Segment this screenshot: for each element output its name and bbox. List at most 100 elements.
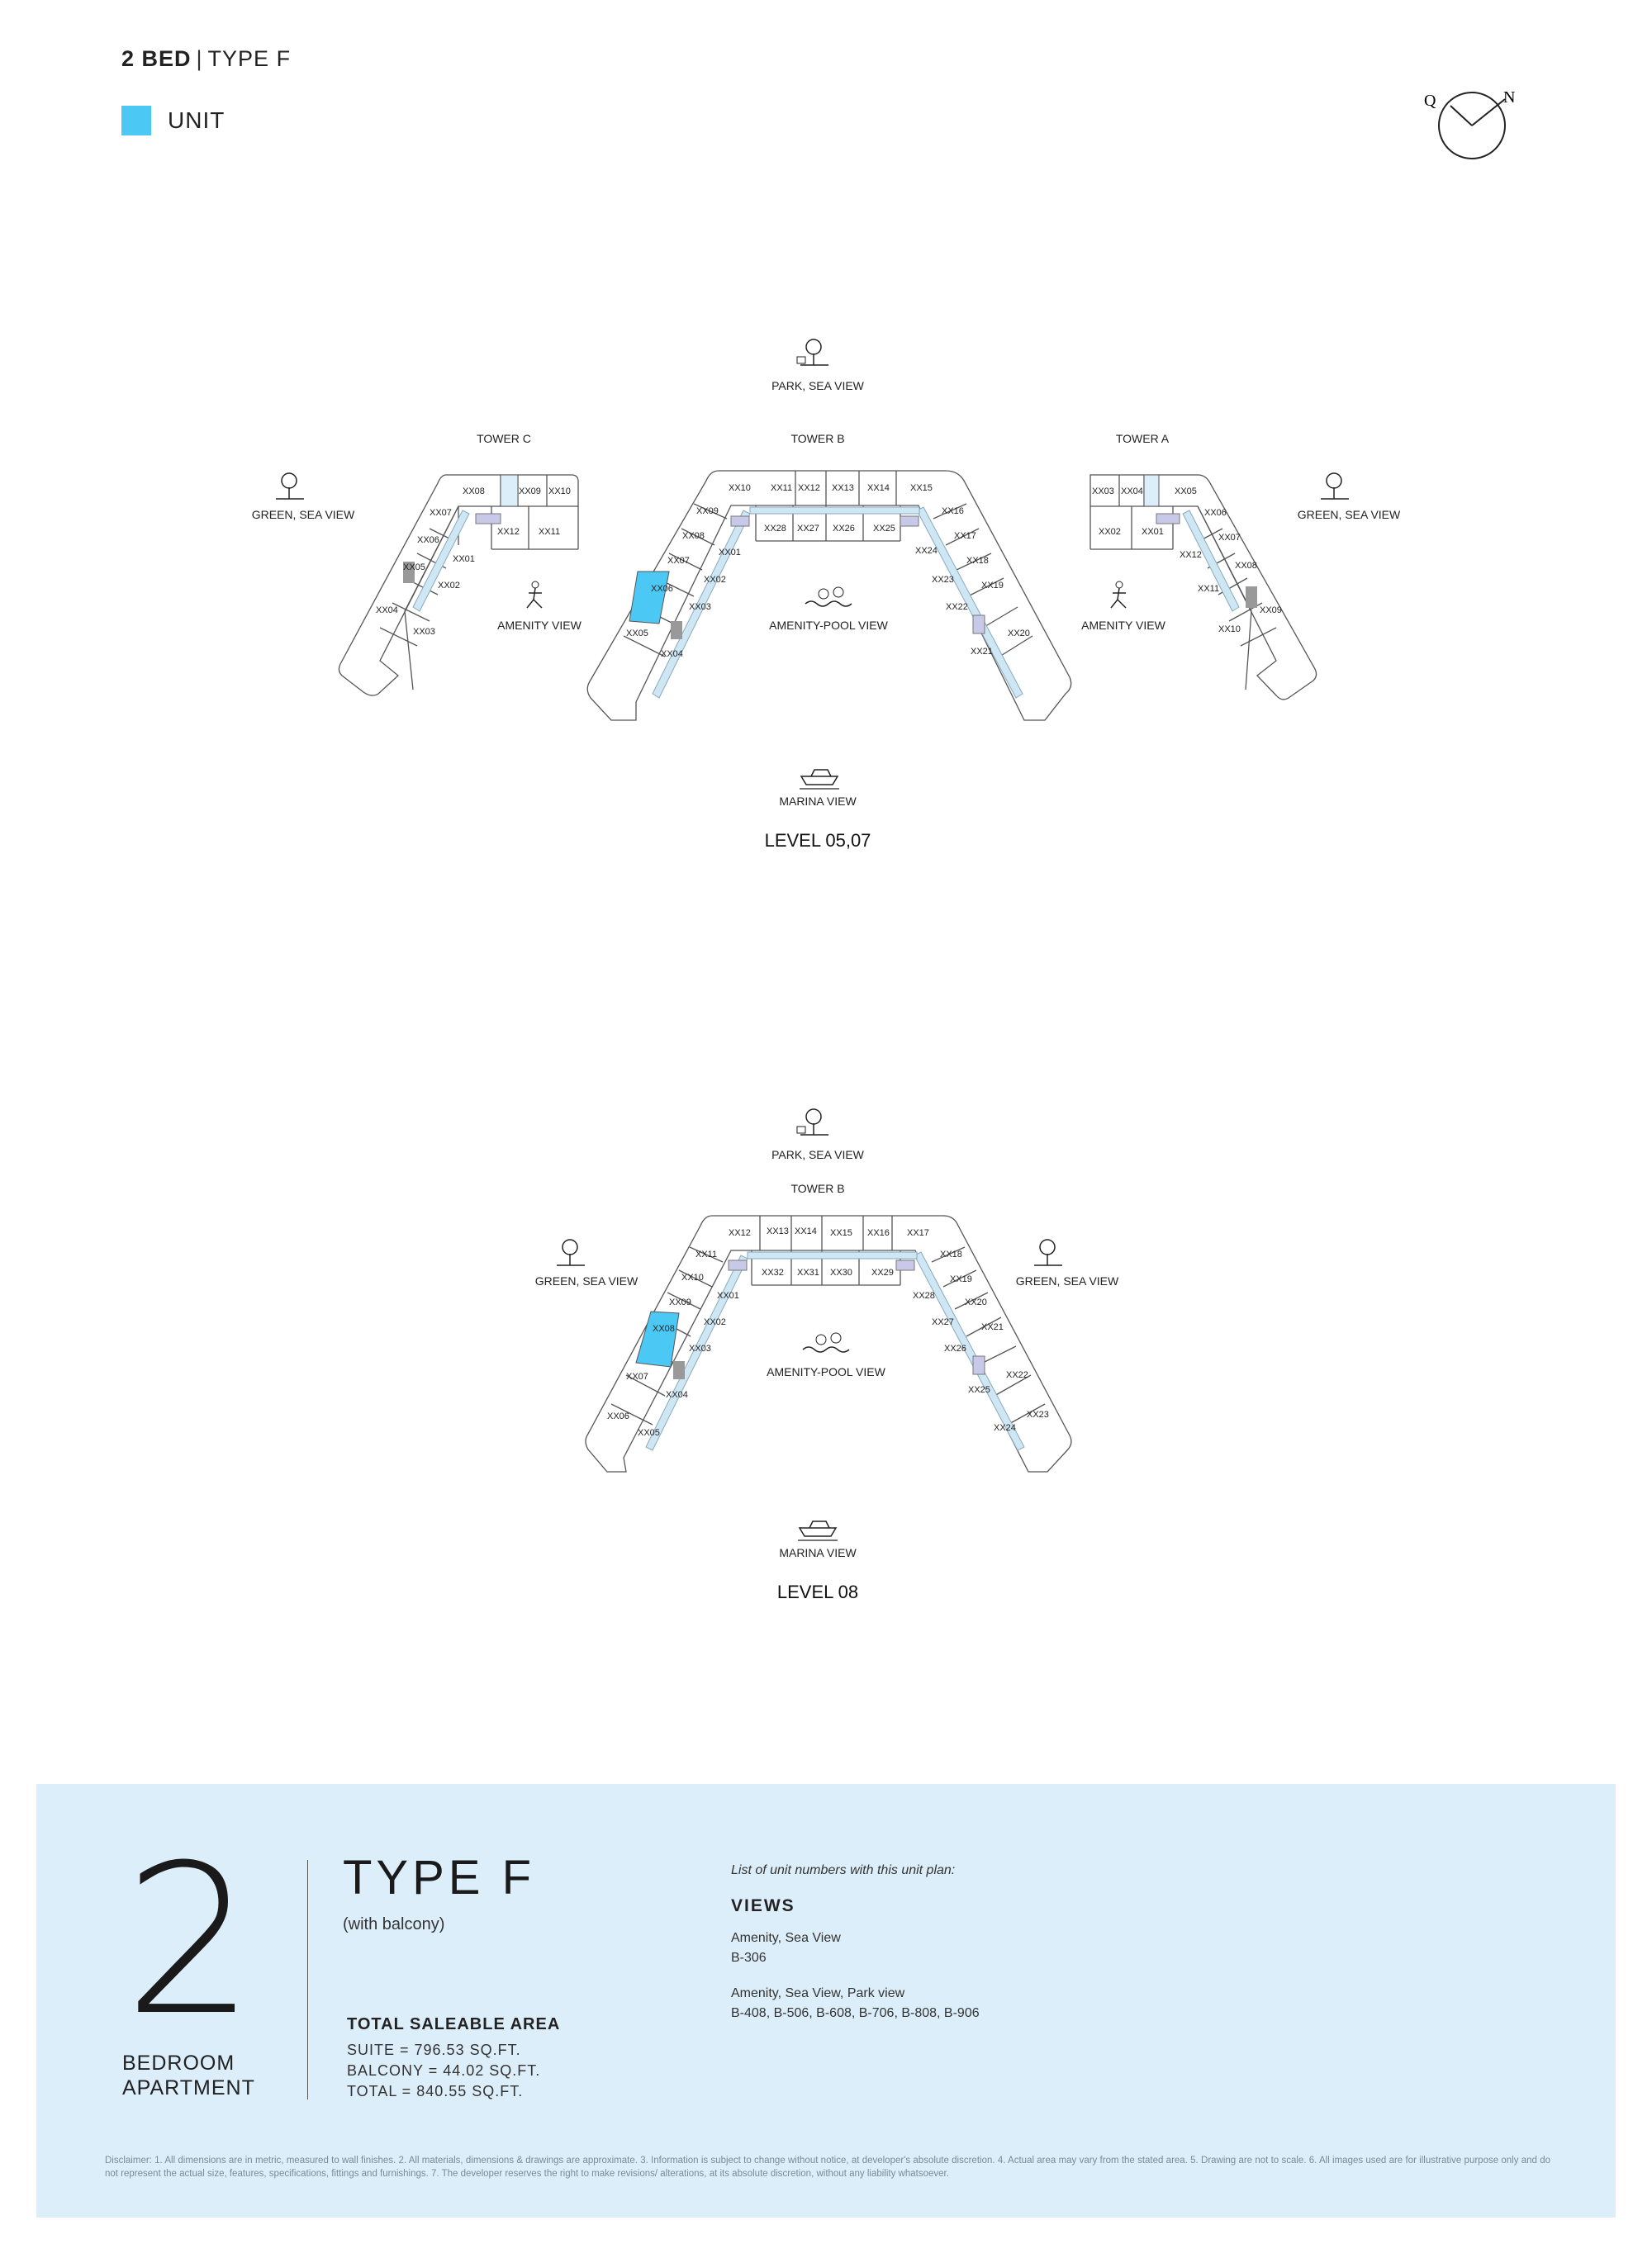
tower-c-label: TOWER C [477, 432, 531, 445]
unit-label: XX21 [971, 647, 993, 657]
unit-label: XX17 [907, 1228, 929, 1238]
view-group-2-units: B-408, B-506, B-608, B-706, B-808, B-906 [731, 2006, 980, 2020]
unit-label: XX20 [965, 1298, 987, 1307]
legend-label: UNIT [168, 107, 225, 133]
unit-label: XX26 [833, 524, 855, 534]
core-left [728, 1260, 748, 1271]
tower-b-corridor-left [652, 510, 751, 699]
green-view-icon-left [556, 1239, 586, 1266]
tower-c-plan [338, 474, 579, 696]
tower-b-core-right [900, 515, 919, 527]
unit-label: XX08 [1235, 561, 1257, 571]
tower-b-corridor-top [749, 506, 920, 515]
unit-label: XX27 [797, 524, 819, 534]
tower-c-corridor [412, 510, 470, 612]
type-title: TYPE F [343, 1851, 536, 1905]
unit-label: XX15 [910, 483, 933, 493]
summary-panel [36, 1784, 1616, 2218]
apartment-label: APARTMENT [122, 2076, 255, 2099]
level-label: LEVEL 05,07 [765, 830, 871, 851]
tower-c-highlight [500, 474, 519, 507]
bedroom-apartment-label: BEDROOM APARTMENT [122, 2051, 255, 2100]
unit-label: XX08 [653, 1324, 675, 1334]
unit-label: XX23 [932, 575, 954, 585]
unit-label: XX23 [1027, 1410, 1049, 1420]
corridor-left [645, 1255, 748, 1451]
unit-label: XX28 [913, 1291, 935, 1301]
unit-label: XX05 [626, 629, 648, 638]
floor-plan-level-08: PARK, SEA VIEW TOWER B GREEN, SEA VIEW G… [535, 1108, 1119, 1602]
tower-b-plan [586, 470, 1072, 721]
view-group-1: Amenity, Sea View B-306 [731, 1929, 841, 1968]
unit-label: XX13 [767, 1226, 789, 1236]
unit-label: XX03 [1092, 486, 1114, 496]
park-view-icon [796, 339, 829, 366]
tower-b-label: TOWER B [790, 1182, 844, 1195]
amenity-icon-left [526, 581, 543, 609]
unit-label: XX07 [667, 556, 690, 566]
unit-label: XX02 [1099, 527, 1121, 537]
unit-label: XX24 [994, 1423, 1016, 1433]
tower-a-core [1156, 513, 1180, 524]
unit-label: XX10 [681, 1273, 704, 1283]
unit-label: XX25 [873, 524, 895, 534]
corridor-right [914, 1251, 1025, 1451]
unit-label: XX09 [519, 486, 541, 496]
unit-label: XX11 [771, 483, 792, 493]
compass-icon: Q N [1424, 88, 1515, 159]
unit-label: XX09 [696, 506, 719, 516]
page-header: 2 BED|TYPE F [121, 46, 291, 72]
area-breakdown: SUITE = 796.53 SQ.FT. BALCONY = 44.02 SQ… [347, 2040, 540, 2102]
view-group-1-title: Amenity, Sea View [731, 1931, 841, 1945]
unit-label: XX01 [717, 1291, 739, 1301]
unit-label: XX10 [729, 483, 751, 493]
balcony-area: BALCONY = 44.02 SQ.FT. [347, 2062, 541, 2079]
unit-label: XX12 [497, 527, 520, 537]
unit-label: XX01 [1142, 527, 1164, 537]
tower-c-core [475, 513, 501, 524]
unit-label: XX16 [942, 506, 964, 516]
highlighted-unit-xx06 [629, 571, 670, 624]
tower-c-unit-labels: XX08 XX09 XX10 XX07 XX12 XX11 XX06 XX01 … [376, 486, 571, 637]
tower-a-stair [1246, 586, 1257, 608]
highlighted-unit-xx08 [635, 1311, 680, 1368]
tower-a-corridor [1182, 510, 1240, 612]
unit-label: XX02 [704, 575, 726, 585]
unit-label: XX14 [867, 483, 890, 493]
unit-label: XX19 [950, 1274, 972, 1284]
unit-label: XX05 [1175, 486, 1197, 496]
unit-label: XX24 [915, 546, 938, 556]
level-08-unit-labels: XX12 XX13 XX14 XX15 XX16 XX17 XX32 XX31 … [607, 1226, 1049, 1438]
tower-b-unit-labels: XX10 XX11 XX12 XX13 XX14 XX15 XX28 XX27 … [626, 483, 1030, 659]
unit-label: XX17 [954, 531, 976, 541]
legend-swatch [121, 106, 151, 135]
amenity-view-left: AMENITY VIEW [497, 619, 582, 632]
amenity-pool-view: AMENITY-POOL VIEW [767, 1365, 885, 1378]
unit-label: XX26 [944, 1344, 966, 1354]
unit-label: XX07 [1218, 533, 1241, 543]
legend: UNIT [121, 106, 225, 135]
unit-label: XX04 [1121, 486, 1143, 496]
marina-view-label: MARINA VIEW [779, 1546, 857, 1559]
unit-label: XX03 [413, 627, 435, 637]
unit-label: XX12 [729, 1228, 751, 1238]
unit-label: XX06 [607, 1411, 629, 1421]
view-group-2: Amenity, Sea View, Park view B-408, B-50… [731, 1984, 980, 2023]
unit-label: XX13 [832, 483, 854, 493]
park-sea-view-label: PARK, SEA VIEW [771, 1148, 865, 1161]
unit-label: XX11 [1198, 584, 1219, 594]
unit-label: XX32 [762, 1268, 784, 1278]
unit-label: XX06 [417, 535, 439, 545]
view-group-2-title: Amenity, Sea View, Park view [731, 1986, 905, 2000]
unit-label: XX22 [946, 602, 968, 612]
suite-area: SUITE = 796.53 SQ.FT. [347, 2042, 521, 2058]
unit-label: XX04 [666, 1390, 688, 1400]
unit-label: XX05 [638, 1428, 660, 1438]
unit-label: XX30 [830, 1268, 852, 1278]
unit-label: XX12 [798, 483, 820, 493]
unit-label: XX25 [968, 1385, 990, 1395]
park-sea-view-label: PARK, SEA VIEW [771, 379, 865, 392]
unit-label: XX07 [430, 508, 452, 518]
park-view-icon [796, 1108, 829, 1136]
unit-label: XX15 [830, 1228, 852, 1238]
